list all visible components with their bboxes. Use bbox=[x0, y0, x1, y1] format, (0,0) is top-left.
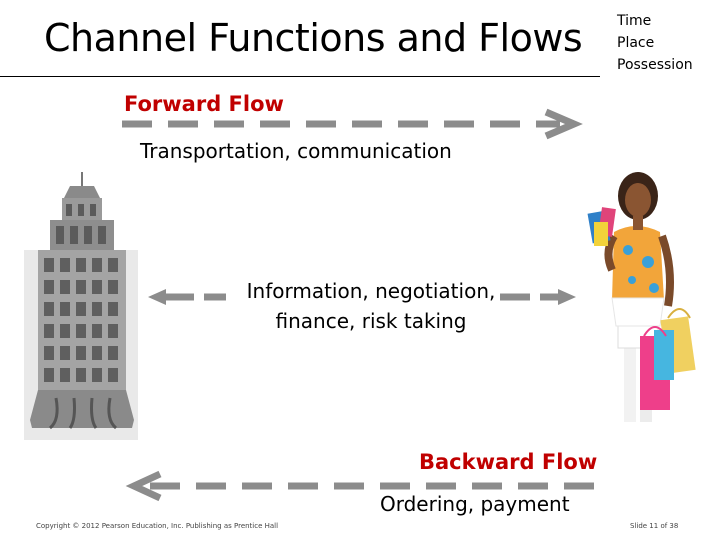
two-way-functions-line2: finance, risk taking bbox=[275, 309, 467, 333]
two-way-arrow-left bbox=[148, 289, 226, 305]
slide-number: Slide 11 of 38 bbox=[630, 522, 679, 530]
utility-time: Time bbox=[617, 13, 652, 29]
two-way-functions-line1: Information, negotiation, bbox=[246, 279, 496, 303]
backward-flow-label: Backward Flow bbox=[419, 450, 598, 474]
shopper-woman-image bbox=[587, 172, 696, 422]
forward-flow-functions: Transportation, communication bbox=[140, 139, 452, 163]
forward-flow-label: Forward Flow bbox=[124, 92, 284, 116]
backward-flow-functions: Ordering, payment bbox=[380, 492, 570, 516]
two-way-arrow-right bbox=[500, 289, 576, 305]
utility-possession: Possession bbox=[617, 57, 693, 73]
utilities-list: Time Place Possession bbox=[617, 10, 693, 76]
forward-flow-arrow bbox=[122, 108, 583, 140]
copyright-notice: Copyright © 2012 Pearson Education, Inc.… bbox=[36, 522, 279, 530]
two-way-functions: Information, negotiation, finance, risk … bbox=[232, 276, 510, 336]
office-building-icon bbox=[24, 172, 138, 440]
slide-title: Channel Functions and Flows bbox=[44, 16, 583, 60]
utility-place: Place bbox=[617, 35, 655, 51]
backward-flow-arrow bbox=[125, 470, 598, 502]
title-divider bbox=[0, 76, 600, 77]
